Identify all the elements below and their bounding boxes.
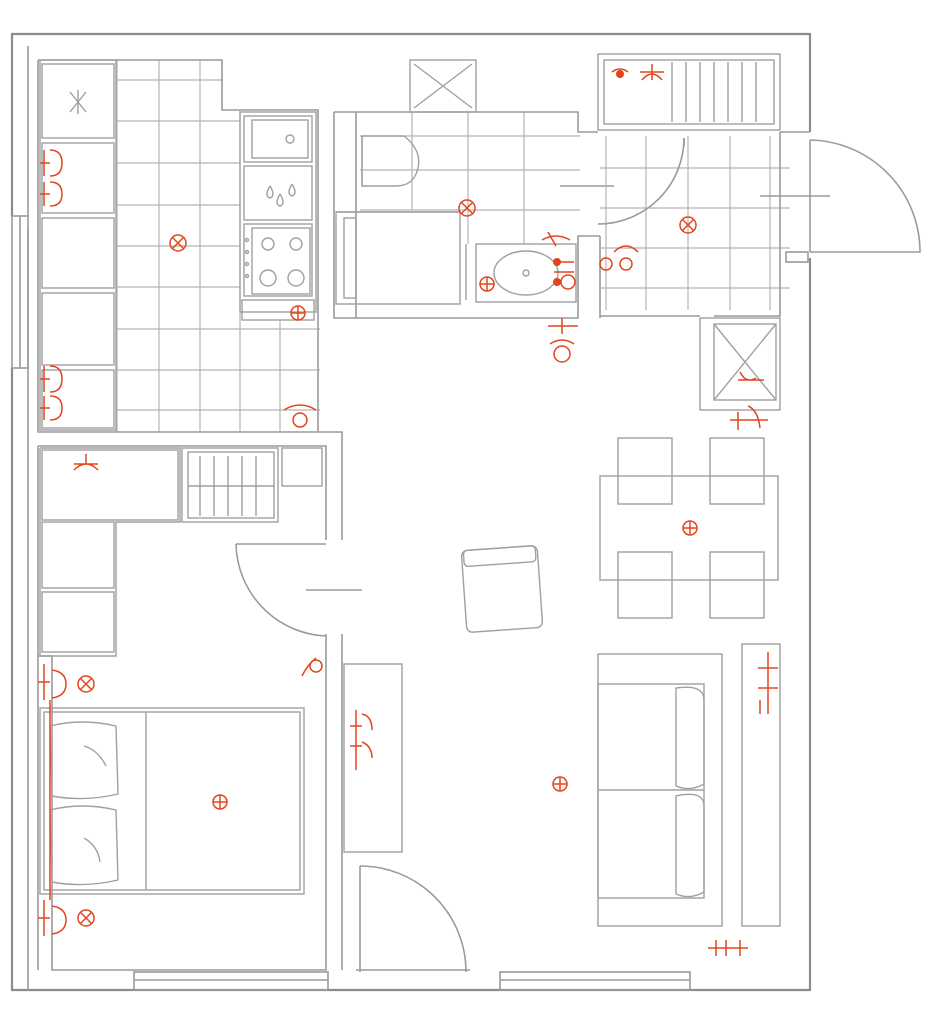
ceiling-light-icon — [682, 520, 698, 536]
kitchen-counter-left — [39, 59, 117, 431]
wall-socket-icon — [611, 68, 629, 78]
wall-sconce-icon — [541, 231, 576, 290]
shower-icon — [699, 317, 781, 411]
kitchen-counter-right — [239, 111, 317, 313]
kitchen-tile-grid — [116, 60, 320, 432]
hall — [597, 53, 921, 411]
bathroom-door — [597, 137, 685, 225]
wall-socket-icon — [40, 149, 63, 177]
sink-icon — [251, 119, 309, 159]
wall-socket-icon — [708, 939, 748, 956]
wall-socket-icon — [730, 405, 768, 430]
living-door — [359, 865, 467, 973]
wall-socket-icon — [758, 652, 778, 714]
window-left — [11, 215, 29, 369]
wardrobe — [39, 447, 181, 657]
sideboard — [741, 643, 781, 927]
dish-drainer-icon — [243, 165, 313, 221]
stove-icon — [243, 223, 313, 297]
bookshelf — [181, 447, 279, 523]
armchair — [460, 545, 544, 633]
ceiling-fixture-icon — [679, 216, 697, 234]
toilet-icon — [361, 135, 420, 187]
windows-bottom — [133, 971, 691, 991]
bathtub-icon — [335, 211, 461, 305]
ceiling-light-icon — [290, 305, 306, 321]
wall-sconce-icon — [301, 657, 323, 677]
wall-socket-icon — [738, 371, 764, 381]
cooktop-icon — [69, 90, 87, 114]
shoe-rack — [597, 53, 781, 131]
ceiling-fixture-icon — [77, 675, 95, 693]
hall-tile-grid — [600, 136, 790, 310]
wall-socket-icon — [38, 664, 67, 700]
washbasin-icon — [465, 243, 577, 303]
ceiling-fixture-icon — [77, 909, 95, 927]
wall-socket-icon — [640, 64, 664, 81]
wall-socket-icon — [38, 900, 67, 936]
bathroom-tile-grid — [360, 112, 580, 244]
entry-door — [760, 139, 921, 263]
ceiling-light-icon — [479, 276, 495, 292]
wall-socket-icon — [40, 181, 63, 207]
bedroom-door — [235, 543, 362, 637]
wall-socket-icon — [548, 318, 578, 363]
electrical-layer — [38, 64, 778, 956]
bedside-shelf — [281, 447, 323, 487]
kitchen — [37, 59, 343, 540]
wall-socket-icon — [73, 454, 99, 471]
wall-socket-icon — [350, 710, 373, 770]
ceiling-light-icon — [212, 794, 228, 810]
living-room — [341, 437, 781, 973]
ceiling-light-icon — [552, 776, 568, 792]
double-bed — [39, 707, 305, 895]
wall-sconce-icon — [599, 245, 639, 271]
exterior-walls — [10, 32, 812, 992]
bedroom — [37, 445, 362, 971]
ceiling-fixture-icon — [458, 199, 476, 217]
wall-sconce-icon — [283, 404, 317, 428]
wall-socket-icon — [40, 395, 63, 421]
ventilation-shaft-icon — [409, 59, 477, 113]
sofa — [597, 653, 723, 927]
wall-socket-icon — [40, 365, 63, 393]
bathroom — [333, 59, 614, 319]
dining-set — [599, 437, 779, 619]
ceiling-fixture-icon — [169, 234, 187, 252]
kitchen-counter-end — [241, 299, 315, 321]
tv-unit — [343, 663, 403, 853]
